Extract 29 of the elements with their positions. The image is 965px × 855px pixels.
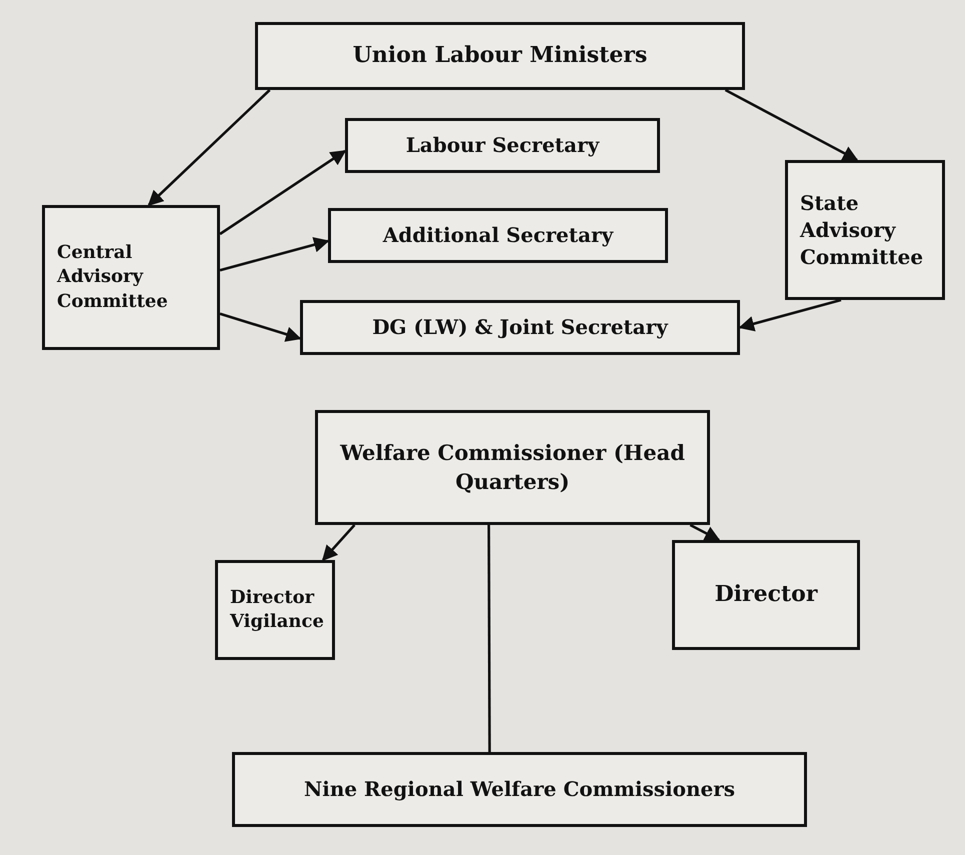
box-label: DG (LW) & Joint Secretary — [372, 314, 668, 341]
org-box — [300, 300, 740, 355]
org-box — [315, 410, 710, 525]
org-box — [255, 22, 745, 90]
box-label: Additional Secretary — [382, 222, 614, 249]
org-box — [42, 205, 220, 350]
arrow — [220, 237, 330, 272]
org-box — [232, 752, 807, 827]
arrow — [219, 150, 346, 236]
org-box — [345, 118, 660, 173]
box-label: Director Vigilance — [230, 586, 324, 634]
arrow — [220, 312, 302, 342]
org-box — [215, 560, 335, 660]
box-label: Director — [714, 580, 818, 610]
box-label: Labour Secretary — [406, 132, 600, 159]
arrow — [148, 89, 271, 206]
box-label: Central Advisory Committee — [57, 241, 169, 314]
org-box — [672, 540, 860, 650]
connector-line — [488, 525, 491, 752]
box-label: Union Labour Ministers — [352, 41, 648, 70]
box-label: State Advisory Committee — [800, 190, 924, 270]
arrow — [724, 88, 858, 162]
arrow — [738, 298, 842, 332]
arrow — [322, 524, 356, 562]
box-label: Nine Regional Welfare Commissioners — [304, 776, 736, 803]
org-box — [785, 160, 945, 300]
arrow — [690, 524, 720, 542]
org-box — [328, 208, 668, 263]
box-label: Welfare Commissioner (Head Quarters) — [339, 439, 686, 496]
